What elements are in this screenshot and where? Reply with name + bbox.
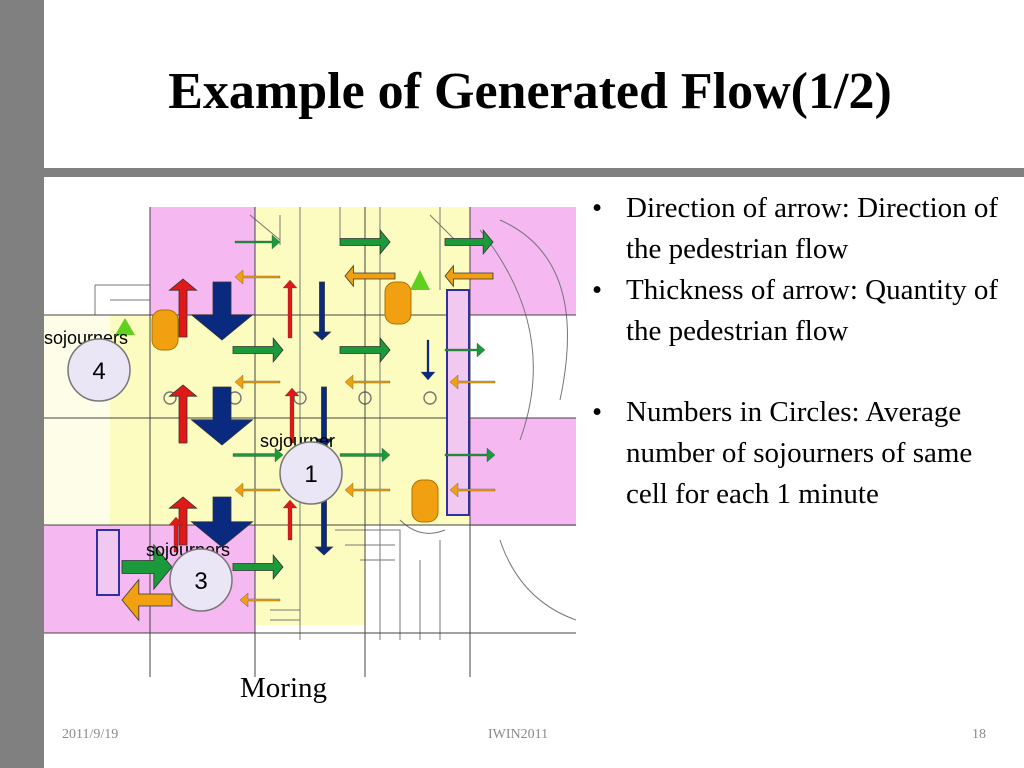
sojourner-circle-4: sojourners 4	[44, 328, 131, 402]
figure-caption: Moring	[240, 672, 327, 704]
flow-arrow-up	[282, 279, 298, 339]
sojourner-circle-3: sojourners 3	[146, 540, 233, 612]
flow-arrow-up	[168, 516, 184, 553]
floor-plan-lines	[94, 207, 576, 640]
flow-arrow-right	[121, 543, 173, 591]
flow-arrow-left	[121, 578, 173, 622]
occupancy-blobs	[151, 281, 439, 523]
sojourner-count: 4	[92, 358, 105, 385]
flow-arrow-left	[449, 482, 496, 498]
flow-arrow-right	[232, 447, 284, 463]
flow-arrow-left	[234, 269, 281, 285]
flow-arrows	[121, 228, 496, 622]
purple-bars	[96, 289, 470, 596]
flow-arrow-left	[234, 374, 281, 390]
footer-event: IWIN2011	[488, 727, 549, 742]
flow-arrow-left	[234, 482, 281, 498]
flow-arrow-down	[190, 281, 254, 341]
flow-arrow-up	[168, 496, 198, 546]
flow-arrow-left	[449, 374, 496, 390]
flow-arrow-down	[314, 386, 334, 448]
flow-arrow-right	[444, 447, 496, 463]
flow-arrow-left	[444, 264, 494, 288]
flow-arrow-down	[420, 339, 436, 381]
flow-arrow-right	[339, 336, 391, 364]
sojourner-count: 1	[304, 461, 317, 488]
sojourner-count: 3	[194, 568, 207, 595]
footer-page-number: 18	[972, 727, 986, 742]
slide-title: Example of Generated Flow(1/2)	[168, 63, 892, 120]
flow-arrow-right	[444, 342, 486, 358]
flow-arrow-left	[239, 592, 281, 608]
green-markers	[115, 270, 430, 335]
flow-arrow-down	[312, 281, 332, 341]
flow-arrow-down	[190, 496, 254, 548]
bullet-arrow-thickness: Thickness of arrow: Quantity of the pede…	[588, 270, 1008, 352]
sojourner-circle-1: sojourner 1	[260, 431, 343, 505]
flow-arrow-down	[190, 386, 254, 446]
flow-arrow-left	[344, 482, 391, 498]
flow-arrow-right	[444, 228, 494, 256]
flow-arrow-up	[282, 499, 298, 541]
flow-arrow-right	[339, 447, 391, 463]
flow-arrow-right	[232, 336, 284, 364]
flow-arrow-right	[339, 228, 391, 256]
bullet-circle-numbers: Numbers in Circles: Average number of so…	[588, 392, 1008, 515]
flow-arrow-right	[232, 553, 284, 581]
flow-arrow-left	[344, 264, 396, 288]
title-divider	[44, 168, 1024, 177]
flow-arrow-up	[168, 384, 198, 444]
flow-arrow-down	[314, 499, 334, 556]
flow-arrow-left	[344, 374, 391, 390]
flow-arrow-up	[168, 278, 198, 338]
footer-date: 2011/9/19	[62, 727, 119, 742]
flow-arrow-up	[284, 387, 300, 444]
left-accent-bar	[0, 0, 44, 768]
bullet-list: Direction of arrow: Direction of the ped…	[588, 188, 1008, 515]
bullet-arrow-direction: Direction of arrow: Direction of the ped…	[588, 188, 1008, 270]
flow-arrow-right	[234, 234, 281, 250]
